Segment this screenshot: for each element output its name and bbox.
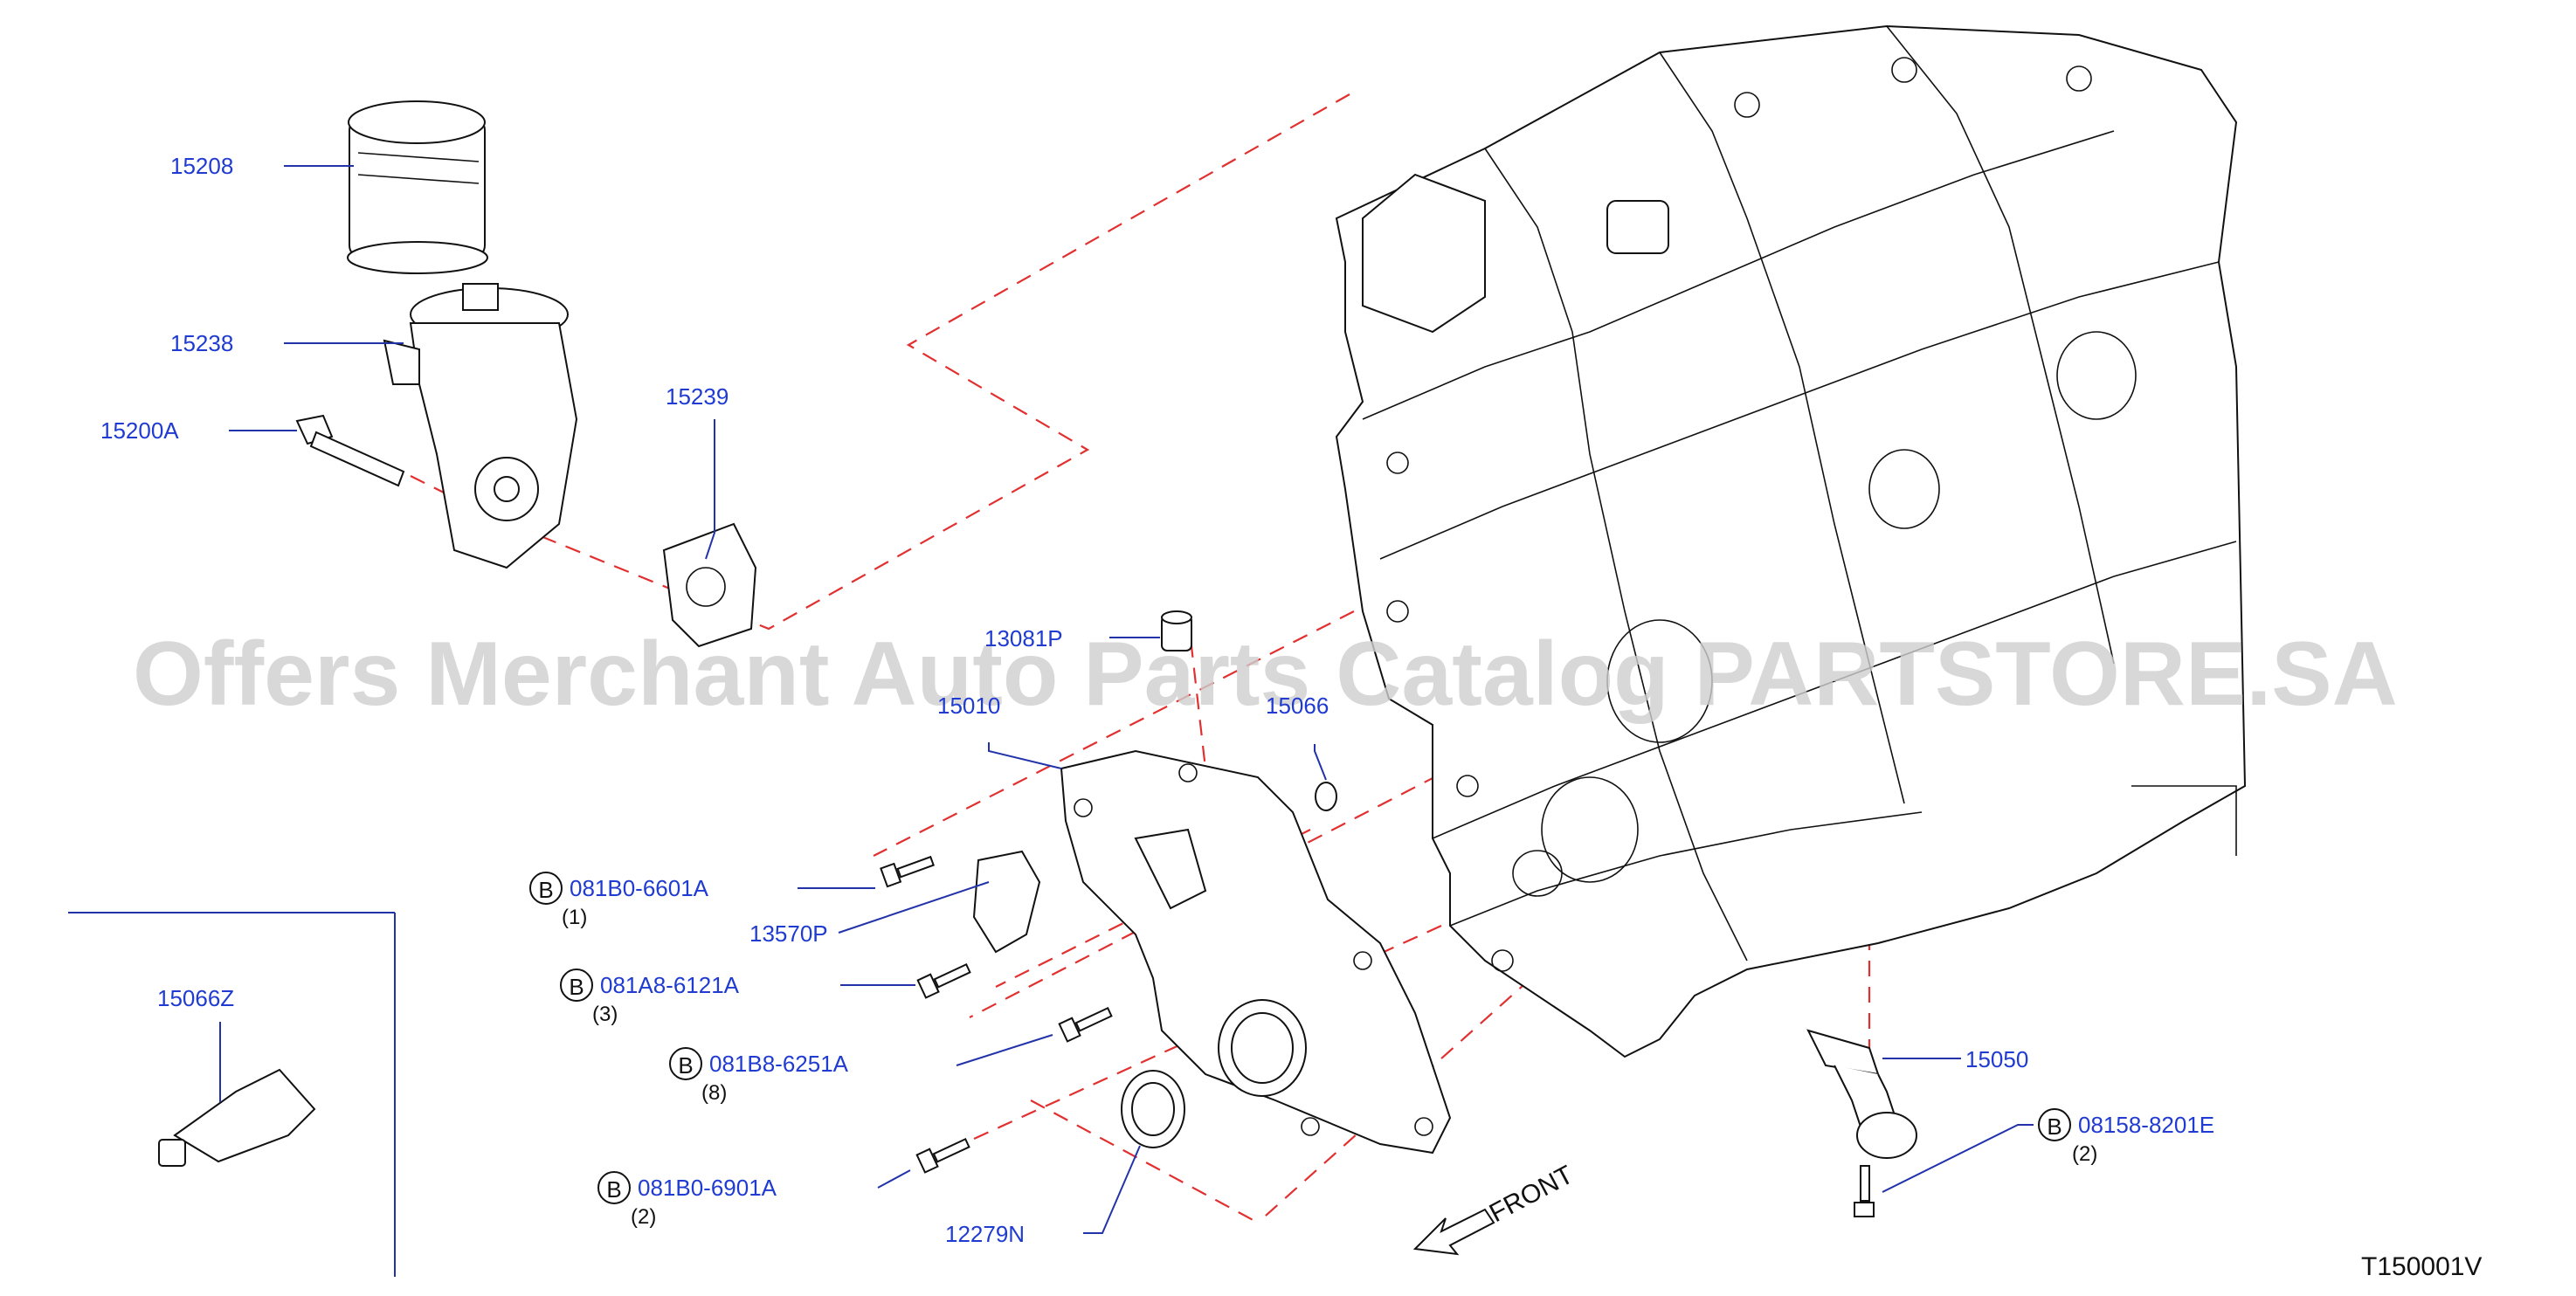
- bolt-qty: (1): [562, 906, 587, 929]
- svg-text:B: B: [606, 1176, 621, 1203]
- bolt-symbol-icon: [2038, 1108, 2071, 1141]
- part-label-15208[interactable]: 15208: [170, 153, 233, 179]
- bolt-symbol-icon: [669, 1047, 702, 1080]
- front-label: FRONT: [1485, 1161, 1578, 1229]
- bolt-callout-4[interactable]: B 081B0-6901A (2): [597, 1171, 777, 1229]
- plug-13081P: [1161, 610, 1192, 651]
- part-label-15239[interactable]: 15239: [666, 383, 729, 410]
- part-label-15066Z[interactable]: 15066Z: [157, 985, 234, 1011]
- bolt-callouts: B 081B0-6601A (1) B 081A8-6121A (3) B 08…: [529, 872, 2214, 1229]
- svg-text:B: B: [538, 877, 553, 903]
- svg-text:B: B: [569, 974, 584, 1000]
- bolt-symbol-icon: [529, 872, 563, 905]
- svg-text:B: B: [678, 1052, 693, 1079]
- bolt-code: 081A8-6121A: [600, 972, 740, 998]
- bolt-code: 08158-8201E: [2078, 1112, 2214, 1138]
- gasket-15239: [662, 522, 757, 648]
- watermark-text: Offers Merchant Auto Parts Catalog PARTS…: [133, 624, 2398, 725]
- seal-12279N: [1121, 1070, 1185, 1148]
- part-label-13081P[interactable]: 13081P: [984, 625, 1063, 651]
- gasket-13570P: [972, 850, 1041, 954]
- bolt-qty: (3): [592, 1003, 618, 1026]
- part-label-15050[interactable]: 15050: [1965, 1046, 2028, 1072]
- part-labels: 15208 15238 15200A 15239 13081P 15010 15…: [100, 153, 2028, 1247]
- bolt-15200A: [295, 414, 405, 487]
- bolt-callout-2[interactable]: B 081A8-6121A (3): [560, 969, 740, 1026]
- bolt-qty: (2): [2072, 1142, 2097, 1166]
- inset-box-lines: [68, 912, 396, 1277]
- front-cover-15010: [1060, 749, 1452, 1155]
- bolt-code: 081B0-6601A: [570, 875, 709, 901]
- oil-filter: [347, 100, 488, 274]
- engine-block: [1335, 24, 2247, 1058]
- part-label-15066[interactable]: 15066: [1266, 693, 1329, 719]
- svg-text:B: B: [2047, 1113, 2061, 1140]
- o-ring-15066: [1315, 782, 1337, 811]
- bolt-symbol-icon: [597, 1171, 631, 1204]
- bolt-symbol-icon: [560, 969, 593, 1002]
- sealant-tube: [158, 1068, 316, 1167]
- bolt-code: 081B8-6251A: [709, 1051, 849, 1077]
- part-label-12279N[interactable]: 12279N: [945, 1221, 1025, 1247]
- part-label-15200A[interactable]: 15200A: [100, 417, 179, 444]
- part-label-15238[interactable]: 15238: [170, 330, 233, 356]
- bolt-callout-3[interactable]: B 081B8-6251A (8): [669, 1047, 849, 1105]
- bolt-qty: (8): [701, 1081, 727, 1105]
- part-label-13570P[interactable]: 13570P: [749, 920, 828, 947]
- leader-lines: [219, 165, 2034, 1234]
- front-arrow: FRONT: [1412, 1161, 1578, 1256]
- bolt-code: 081B0-6901A: [638, 1175, 777, 1201]
- bolt-qty: (2): [631, 1205, 656, 1229]
- oil-filter-bracket: [383, 283, 578, 569]
- bolt-callout-1[interactable]: B 081B0-6601A (1): [529, 872, 709, 929]
- bolt-callout-5[interactable]: B 08158-8201E (2): [2038, 1108, 2214, 1166]
- small-bolts: [880, 855, 1875, 1217]
- diagram-code: T150001V: [2361, 1252, 2482, 1281]
- strainer-15050: [1806, 1029, 1917, 1159]
- part-label-15010[interactable]: 15010: [937, 693, 1000, 719]
